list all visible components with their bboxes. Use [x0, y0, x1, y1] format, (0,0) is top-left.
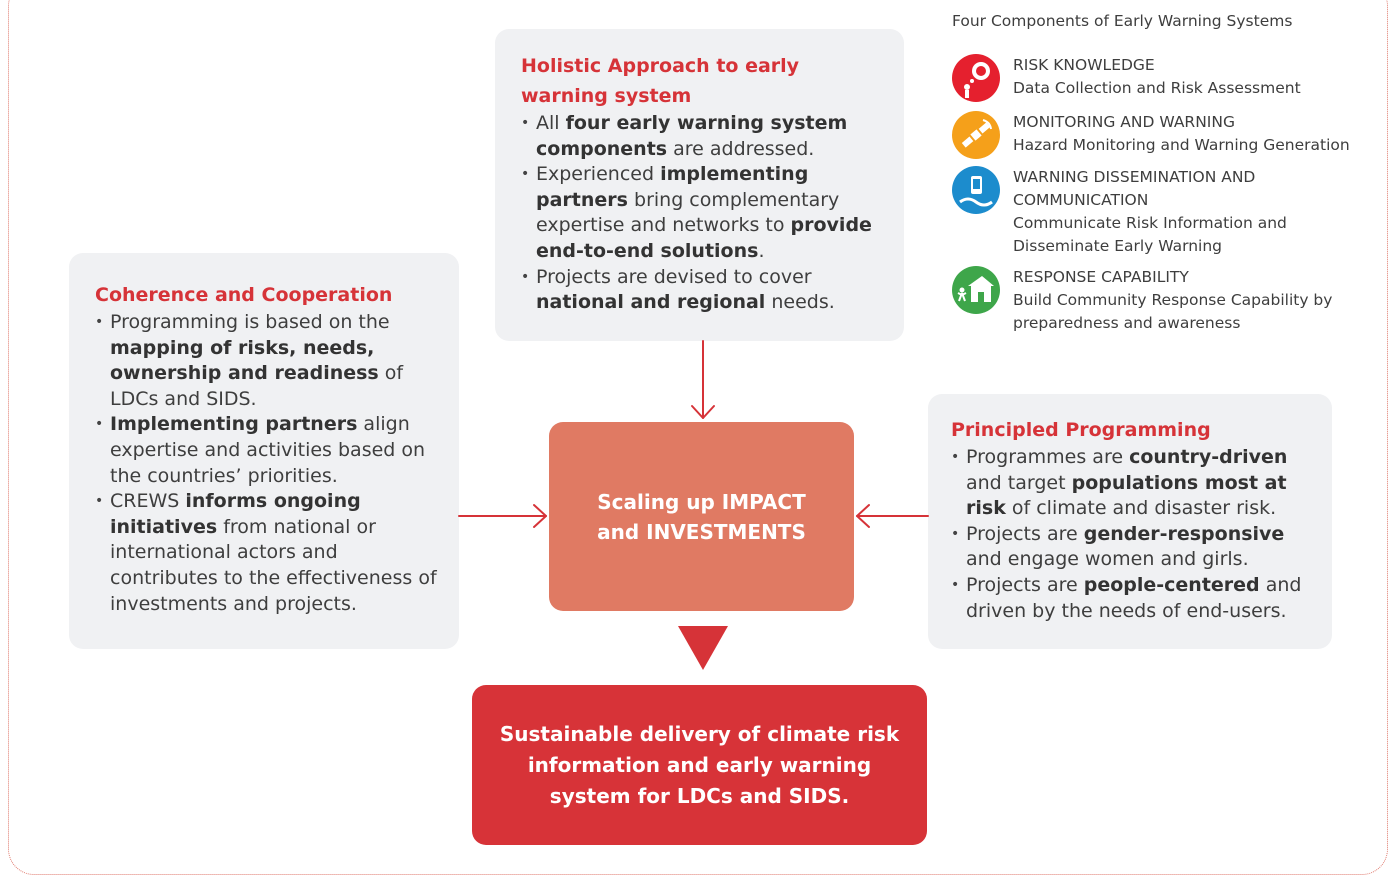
bullet-bold-text: four early warning system components [536, 112, 848, 160]
bullet-text: needs. [765, 291, 835, 314]
holistic-approach-panel: Holistic Approach to early warning syste… [495, 29, 904, 341]
coherence-cooperation-title: Coherence and Cooperation [95, 284, 393, 306]
bullet-item: CREWS informs ongoing initiatives from n… [95, 489, 439, 617]
bullet-item: Programmes are country-driven and target… [951, 445, 1312, 522]
bullet-bold-text: populations most at risk [966, 471, 1287, 520]
bullet-item: Projects are people-centered and driven … [951, 573, 1312, 624]
coherence-cooperation-list: Programming is based on the mapping of r… [95, 310, 439, 617]
dissemination-icon [952, 166, 1000, 214]
bullet-text: and target [966, 471, 1072, 494]
satellite-icon [952, 111, 1000, 159]
bullet-text: from national or international actors an… [110, 515, 437, 615]
triangle-down-to-result [678, 626, 728, 670]
scaling-up-box: Scaling up IMPACT and INVESTMENTS [549, 422, 854, 611]
bullet-item: Experienced implementing partners bring … [521, 162, 884, 264]
bullet-bold-text: Implementing partners [110, 413, 358, 436]
bullet-bold-text: gender-responsive [1083, 522, 1285, 545]
bullet-text: Projects are [966, 573, 1084, 596]
risk-knowledge-desc: Data Collection and Risk Assessment [1013, 79, 1301, 97]
dotted-frame [8, 0, 1388, 875]
bullet-bold-text: people-centered [1083, 573, 1260, 596]
monitoring-warning-name: MONITORING AND WARNING [1013, 113, 1235, 131]
bullet-bold-text: implementing partners [536, 163, 809, 211]
bullet-item: Programming is based on the mapping of r… [95, 310, 439, 412]
bullet-text: and engage women and girls. [966, 548, 1249, 571]
bullet-item: Implementing partners align expertise an… [95, 412, 439, 489]
risk-knowledge-icon [952, 54, 1000, 102]
response-capability-name: RESPONSE CAPABILITY [1013, 268, 1189, 286]
risk-knowledge-name: RISK KNOWLEDGE [1013, 56, 1155, 74]
sustainable-delivery-box: Sustainable delivery of climate risk inf… [472, 685, 927, 845]
warning-dissemination-name: WARNING DISSEMINATION AND COMMUNICATION [1013, 168, 1256, 209]
bullet-text: CREWS [110, 490, 186, 513]
bullet-text: Experienced [536, 163, 661, 186]
bullet-bold-text: provide end-to-end solutions [536, 214, 872, 262]
bullet-text: bring complementary expertise and networ… [536, 188, 840, 237]
holistic-approach-list: All four early warning system components… [521, 111, 884, 316]
response-capability-desc: Build Community Response Capability by p… [1013, 291, 1333, 332]
bullet-bold-text: country-driven [1129, 446, 1288, 468]
bullet-bold-text: mapping of risks, needs, ownership and r… [110, 336, 379, 385]
bullet-text: Programmes are [966, 446, 1130, 468]
bullet-text: of LDCs and SIDS. [110, 362, 404, 410]
warning-dissemination-desc: Communicate Risk Information and Dissemi… [1013, 214, 1287, 255]
bullet-item: Projects are devised to cover national a… [521, 265, 884, 316]
bullet-text: Projects are devised to cover [536, 265, 812, 288]
monitoring-warning-desc: Hazard Monitoring and Warning Generation [1013, 136, 1350, 154]
bullet-text: and driven by the needs of end-users. [966, 573, 1302, 622]
arrowhead-down [691, 405, 715, 419]
principled-programming-list: Programmes are country-driven and target… [951, 445, 1312, 624]
bullet-text: . [758, 239, 765, 262]
principled-programming-panel: Principled Programming Programmes are co… [928, 394, 1332, 649]
coherence-cooperation-panel: Coherence and Cooperation Programming is… [69, 253, 459, 649]
arrowhead-right [533, 504, 547, 528]
sustainable-delivery-label: Sustainable delivery of climate risk inf… [499, 721, 900, 808]
bullet-bold-text: national and regional [536, 291, 766, 314]
bullet-bold-text: informs ongoing initiatives [110, 490, 361, 538]
bullet-text: Projects are [966, 522, 1084, 545]
response-icon [952, 266, 1000, 314]
bullet-text: align expertise and activities based on … [110, 413, 426, 487]
holistic-approach-title: Holistic Approach to early warning syste… [521, 55, 800, 107]
arrowhead-left [856, 504, 870, 528]
bullet-item: Projects are gender-responsive and engag… [951, 522, 1312, 573]
bullet-text: Programming is based on the [110, 311, 390, 333]
components-legend-title: Four Components of Early Warning Systems [952, 12, 1293, 30]
scaling-up-label: Scaling up IMPACT and INVESTMENTS [597, 489, 806, 544]
bullet-text: are addressed. [667, 137, 815, 160]
bullet-item: All four early warning system components… [521, 111, 884, 162]
bullet-text: of climate and disaster risk. [1005, 497, 1277, 520]
bullet-text: All [536, 112, 566, 134]
principled-programming-title: Principled Programming [951, 419, 1211, 441]
